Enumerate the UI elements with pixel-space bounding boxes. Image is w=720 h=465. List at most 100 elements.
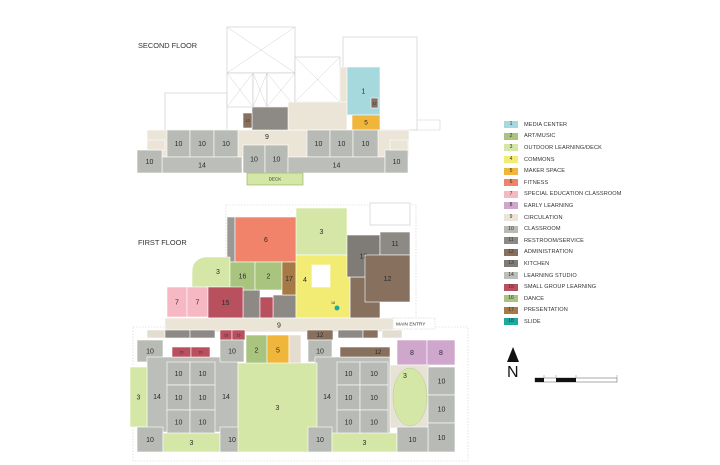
room-administration — [242, 112, 253, 129]
room-commons-label: 4 — [303, 277, 307, 284]
slide-icon — [334, 305, 340, 311]
legend-item: 16 DANCE — [504, 293, 622, 305]
room-classroom-label: 10 — [438, 406, 446, 413]
room-early-learning-label: 8 — [410, 350, 414, 357]
room-art-music-label: 2 — [255, 347, 259, 354]
room-classroom — [427, 366, 456, 396]
main-entry-label: MAIN ENTRY — [396, 322, 426, 328]
room-small-group-label: 15 — [224, 333, 228, 337]
room-classroom-label: 10 — [370, 419, 378, 426]
legend-label: FITNESS — [524, 179, 549, 186]
room-outdoor-learning — [295, 207, 348, 256]
open-to-below-x — [226, 72, 254, 108]
legend-swatch: 15 — [504, 283, 518, 291]
room-dance-label: 16 — [239, 273, 247, 280]
room-small-group — [207, 286, 244, 319]
legend-swatch: 13 — [504, 260, 518, 268]
room-administration-label: 12 — [375, 350, 382, 356]
room-classroom-label: 10 — [228, 348, 236, 355]
room-administration-label: 12 — [317, 333, 324, 339]
legend-item: 17 PRESENTATION — [504, 305, 622, 317]
room-dance — [229, 261, 256, 291]
room-restroom-label: 11 — [391, 241, 398, 248]
room-classroom-label: 10 — [370, 371, 378, 378]
legend-swatch: 10 — [504, 225, 518, 233]
learning-studio-label: 14 — [153, 394, 161, 401]
legend-swatch: 16 — [504, 295, 518, 303]
room-outdoor-learning-label: 3 — [190, 440, 194, 447]
legend-swatch: 11 — [504, 237, 518, 245]
room-classroom-label: 10 — [316, 437, 324, 444]
deck-label: DECK — [269, 177, 282, 182]
room-classroom-label: 10 — [146, 437, 154, 444]
restroom — [337, 329, 364, 339]
legend-swatch: 4 — [504, 156, 518, 164]
legend-item: 10 CLASSROOM — [504, 223, 622, 235]
room-outdoor-learning-label: 3 — [363, 440, 367, 447]
learning-studio-label: 14 — [222, 394, 230, 401]
learning-studio-label: 14 — [323, 394, 331, 401]
room-classroom — [307, 426, 333, 453]
legend-label: OUTDOOR LEARNING/DECK — [524, 144, 602, 151]
legend-swatch: 2 — [504, 132, 518, 140]
circulation-label: 9 — [277, 322, 281, 329]
room-classroom-label: 10 — [146, 159, 154, 166]
legend-label: KITCHEN — [524, 260, 550, 267]
room-small-group — [259, 296, 274, 319]
room-outdoor-amphitheater-label: 3 — [216, 269, 220, 276]
room-small-group-label: 15 — [199, 350, 203, 354]
room-classroom-label: 10 — [199, 371, 207, 378]
legend-swatch: 8 — [504, 202, 518, 210]
restroom — [164, 329, 191, 339]
legend-label: PRESENTATION — [524, 307, 568, 314]
legend-swatch: 14 — [504, 272, 518, 280]
open-to-below-x — [252, 72, 268, 108]
outline-area — [417, 119, 441, 131]
room-fitness — [234, 216, 298, 263]
legend-label: LEARNING STUDIO — [524, 272, 577, 279]
room-early-learning-label: 8 — [439, 350, 443, 357]
legend-swatch: 17 — [504, 306, 518, 314]
room-classroom-label: 10 — [198, 141, 206, 148]
room-classroom-label: 10 — [175, 141, 183, 148]
room-classroom — [396, 426, 429, 453]
room-classroom-label: 10 — [345, 395, 353, 402]
scale-bar-segment — [535, 378, 544, 382]
room-classroom-label: 10 — [393, 159, 401, 166]
room-early-learning — [396, 339, 428, 366]
room-classroom-label: 10 — [199, 419, 207, 426]
room-classroom — [189, 129, 215, 158]
room-classroom-label: 10 — [370, 395, 378, 402]
stair — [288, 334, 302, 366]
room-fitness-label: 6 — [264, 237, 268, 244]
main-entry-box — [392, 317, 436, 330]
room-learning-studio-label: 14 — [333, 162, 341, 169]
legend-label: CLASSROOM — [524, 226, 561, 233]
room-classroom-label: 10 — [175, 371, 183, 378]
room-classroom-label: 10 — [175, 395, 183, 402]
service — [226, 216, 236, 263]
circulation — [287, 101, 348, 131]
room-classroom-label: 10 — [438, 435, 446, 442]
legend-label: COMMONS — [524, 156, 555, 163]
room-early-learning — [426, 339, 456, 366]
room-classroom-label: 10 — [362, 141, 370, 148]
room-administration — [370, 97, 379, 109]
legend-swatch: 3 — [504, 144, 518, 152]
room-learning-studio-label: 14 — [198, 162, 206, 169]
room-small-group — [190, 346, 211, 358]
stair — [381, 329, 403, 339]
legend-label: DANCE — [524, 295, 545, 302]
room-small-group-label: 15 — [180, 350, 184, 354]
room-classroom — [359, 384, 389, 411]
room-classroom-label: 10 — [315, 141, 323, 148]
room-classroom-label: 10 — [199, 395, 207, 402]
legend-swatch: 1 — [504, 121, 518, 129]
legend-item: 14 LEARNING STUDIO — [504, 270, 622, 282]
legend-swatch: 18 — [504, 318, 518, 326]
